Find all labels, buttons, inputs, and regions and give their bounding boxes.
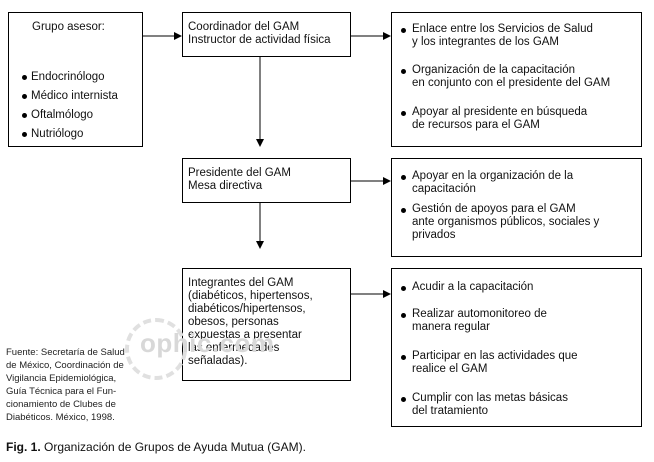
figure-label: Fig. 1. [6, 440, 41, 454]
coordinator-role: Enlace entre los Servicios de Salud y lo… [412, 23, 593, 48]
bullet-dot [22, 94, 27, 99]
source-note: Fuente: Secretaría de Salud de México, C… [6, 347, 125, 423]
bullet-dot [401, 313, 406, 318]
president-roles-box [391, 158, 642, 257]
president-box [182, 158, 351, 203]
bullet-dot [401, 208, 406, 213]
members-role: Realizar automonitoreo de manera regular [412, 308, 547, 333]
president-role: Apoyar en la organización de la capacita… [412, 170, 574, 195]
figure-caption-text: Organización de Grupos de Ayuda Mutua (G… [40, 440, 306, 454]
president-label: Presidente del GAM Mesa directiva [188, 167, 291, 192]
bullet-dot [22, 113, 27, 118]
figure-caption: Fig. 1. Organización de Grupos de Ayuda … [6, 440, 306, 454]
coordinator-roles-box [391, 12, 642, 147]
members-role: Acudir a la capacitación [412, 281, 534, 293]
president-role: Gestión de apoyos para el GAM ante organ… [412, 203, 600, 241]
advisory-member: Nutriólogo [31, 128, 84, 140]
bullet-dot [401, 355, 406, 360]
watermark-text: ophic.com [140, 328, 275, 358]
coordinator-role: Organización de la capacitación en conju… [412, 64, 611, 89]
coordinator-box [182, 12, 351, 57]
members-roles-box [391, 268, 642, 427]
members-label: Integrantes del GAM (diabéticos, hiperte… [188, 277, 313, 367]
bullet-dot [401, 28, 406, 33]
members-role: Participar en las actividades que realic… [412, 350, 578, 375]
bullet-dot [22, 75, 27, 80]
coordinator-role: Apoyar al presidente en búsqueda de recu… [412, 106, 588, 131]
members-box [182, 268, 351, 381]
advisory-member: Médico internista [31, 90, 118, 102]
bullet-dot [401, 286, 406, 291]
advisory-member: Endocrinólogo [31, 71, 105, 83]
bullet-dot [401, 175, 406, 180]
members-role: Cumplir con las metas básicas del tratam… [412, 392, 568, 417]
bullet-dot [401, 397, 406, 402]
watermark-logo [125, 318, 187, 380]
bullet-dot [401, 69, 406, 74]
advisory-group-title: Grupo asesor: [32, 21, 105, 33]
coordinator-label: Coordinador del GAM Instructor de activi… [188, 21, 331, 46]
advisory-member: Oftalmólogo [31, 109, 94, 121]
bullet-dot [401, 111, 406, 116]
advisory-group-box [8, 12, 143, 147]
bullet-dot [22, 132, 27, 137]
